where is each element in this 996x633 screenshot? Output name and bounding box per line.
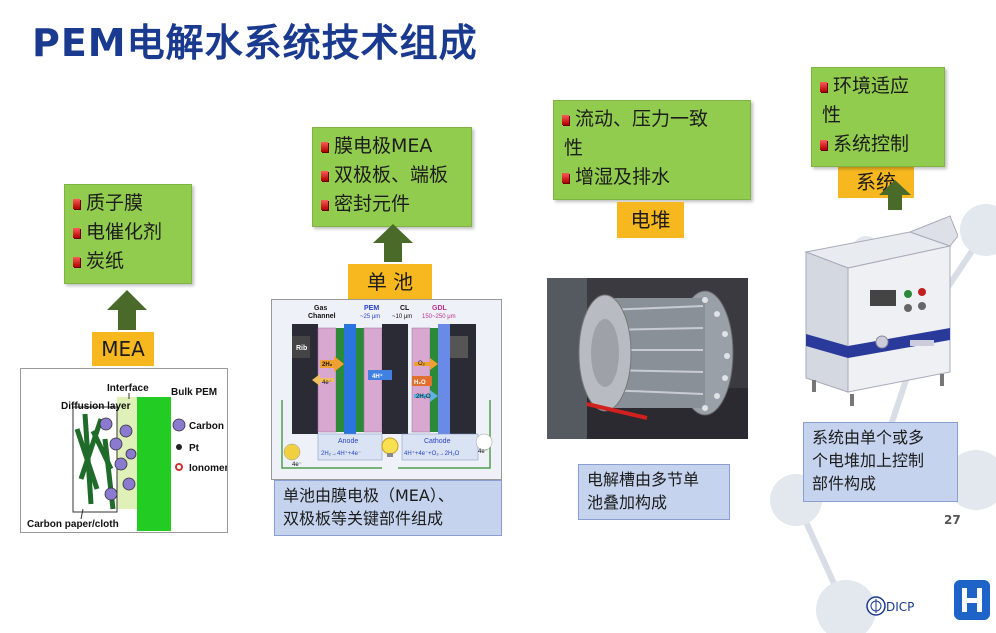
stack-label: 电堆 — [617, 202, 684, 238]
mea-label: MEA — [92, 332, 154, 366]
electron-left-label: 4e⁻ — [292, 462, 302, 468]
bullet-icon — [321, 171, 328, 181]
h2o-label: H₂O — [414, 380, 426, 386]
water-label: 2H₂O — [416, 394, 431, 400]
stack-caption: 电解槽由多节单 池叠加构成 — [578, 464, 730, 520]
list-item: 炭纸 — [73, 247, 183, 276]
cathode-label: Cathode — [424, 438, 451, 445]
cl-size-label: ~10 μm — [392, 314, 412, 320]
list-item: 流动、压力一致 — [562, 105, 742, 134]
electron-label: 4e⁻ — [322, 380, 332, 386]
cathode-equation: 4H⁺+4e⁻+O₂→2H₂O — [404, 450, 460, 457]
diffusion-layer-label: Diffusion layer — [61, 401, 131, 412]
up-arrow-icon — [373, 224, 413, 262]
bullet-icon — [820, 140, 827, 150]
stack-requirements-box: 流动、压力一致 性 增湿及排水 — [553, 100, 751, 200]
list-item: 膜电极MEA — [321, 132, 463, 161]
dicp-seal-icon — [866, 596, 886, 616]
anode-label: Anode — [338, 438, 358, 445]
page-number: 27 — [944, 513, 961, 527]
carbon-label: Carbon — [189, 421, 224, 432]
pt-label: Pt — [189, 443, 200, 454]
system-requirements-box: 环境适应 性 系统控制 — [811, 67, 945, 167]
gdl-size-label: 150~250 μm — [422, 314, 456, 320]
rib-label: Rib — [296, 345, 307, 352]
electrolysis-system-photo — [790, 212, 958, 412]
list-item: 系统控制 — [820, 130, 936, 159]
o2-label: O₂ — [418, 361, 426, 367]
bullet-icon — [321, 200, 328, 210]
list-item: 质子膜 — [73, 189, 183, 218]
anode-equation: 2H₂→4H⁺+4e⁻ — [321, 450, 361, 457]
carbon-paper-label: Carbon paper/cloth — [27, 519, 119, 530]
ionomer-label: Ionomer — [189, 463, 228, 474]
bullet-icon — [321, 142, 328, 152]
institute-logo-icon — [954, 580, 990, 620]
gas-channel-label: Gas — [314, 305, 327, 312]
up-arrow-icon — [107, 290, 147, 330]
slide-title: PEM电解水系统技术组成 — [32, 21, 478, 65]
h2-label: 2H₂ — [322, 362, 333, 368]
cell-structure-diagram: Gas Channel PEM ~25 μm CL ~10 μm GDL 150… — [271, 299, 502, 480]
list-item: 增湿及排水 — [562, 163, 742, 192]
bullet-icon — [73, 228, 80, 238]
electron-right-label: 4e⁻ — [478, 449, 488, 455]
bulk-pem-label: Bulk PEM — [171, 387, 217, 398]
electrolyzer-stack-photo — [547, 278, 748, 439]
bullet-icon — [820, 82, 827, 92]
cl-label: CL — [400, 305, 410, 312]
list-item: 双极板、端板 — [321, 161, 463, 190]
org-name: DICP — [886, 600, 915, 614]
interface-label: Interface — [107, 383, 149, 394]
bullet-icon — [73, 199, 80, 209]
list-item-continuation: 性 — [564, 137, 584, 159]
mea-structure-diagram: Interface Bulk PEM Diffusion layer Carbo… — [20, 368, 228, 533]
list-item-continuation: 性 — [822, 104, 842, 126]
gdl-label: GDL — [432, 305, 448, 312]
bullet-icon — [562, 173, 569, 183]
bullet-icon — [73, 257, 80, 267]
pem-size-label: ~25 μm — [360, 314, 380, 320]
bullet-icon — [562, 115, 569, 125]
list-item: 密封元件 — [321, 190, 463, 219]
list-item: 电催化剂 — [73, 218, 183, 247]
proton-label: 4H⁺ — [372, 373, 383, 380]
system-caption: 系统由单个或多 个电堆加上控制 部件构成 — [803, 422, 958, 502]
mea-components-box: 质子膜 电催化剂 炭纸 — [64, 184, 192, 284]
pem-label: PEM — [364, 305, 379, 312]
cell-label: 单 池 — [348, 264, 432, 300]
gas-channel-label-2: Channel — [308, 313, 336, 320]
cell-caption: 单池由膜电极（MEA）、 双极板等关键部件组成 — [274, 480, 502, 536]
up-arrow-icon — [879, 180, 911, 210]
cell-components-box: 膜电极MEA 双极板、端板 密封元件 — [312, 127, 472, 227]
list-item: 环境适应 — [820, 72, 936, 101]
